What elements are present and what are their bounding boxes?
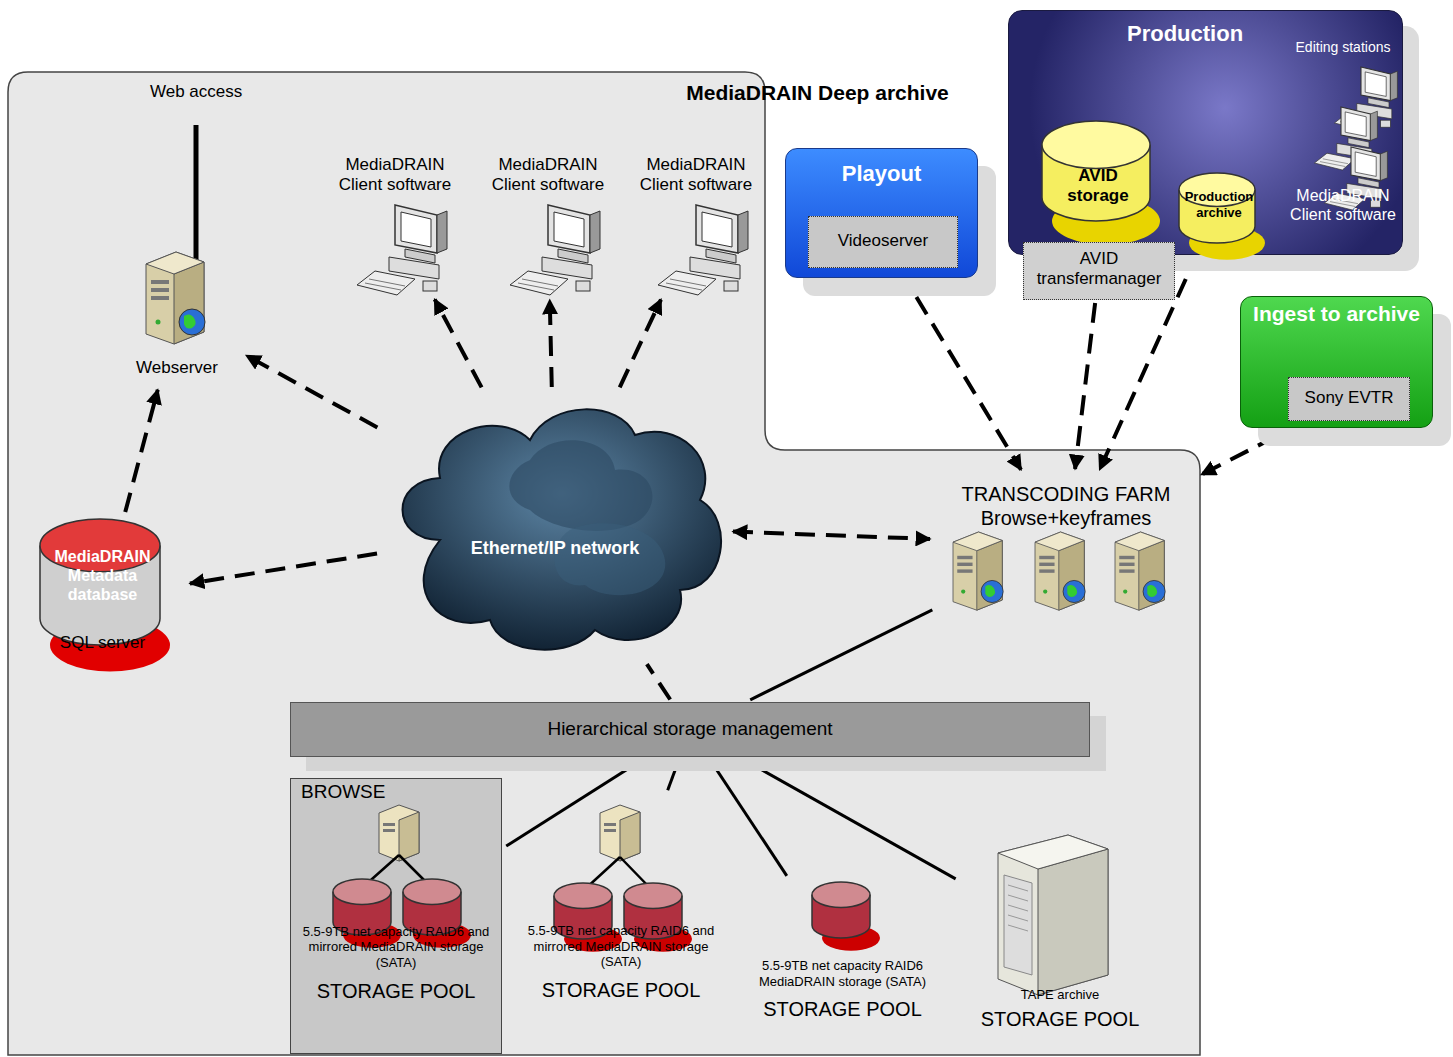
node-text: Videoserver (809, 231, 957, 251)
node-text: STORAGE POOL (744, 997, 941, 1021)
node-text: MediaDRAIN Client software (478, 155, 618, 196)
browse-pool: BROWSE 5.5-9TB net capacity RAID6 and mir… (290, 778, 502, 1054)
dashed-flow-arrow (125, 390, 158, 512)
videoserver-box: Videoserver (808, 216, 958, 268)
client-pc: MediaDRAIN Client software (478, 155, 618, 295)
transcoding-farm: TRANSCODING FARM Browse+keyframes (935, 474, 1197, 614)
webserver: Webserver (112, 250, 242, 385)
antenna (194, 125, 199, 262)
node-text: Sony EVTR (1289, 388, 1409, 408)
node-text: MediaDRAIN Metadata database (20, 515, 185, 615)
free-label: Web access (150, 82, 242, 102)
production-archive: Production archive (1177, 163, 1261, 248)
dashed-flow-arrow (1201, 422, 1303, 474)
dashed-flow-arrow (647, 664, 670, 699)
node-icon (512, 795, 730, 1040)
node-text: SQL server (20, 633, 185, 653)
node-text: MediaDRAIN Client software (325, 155, 465, 196)
storage-pool: 5.5-9TB net capacity RAID6 and mirrored … (512, 795, 730, 1040)
dashed-flow-arrow (246, 356, 377, 428)
solid-link (742, 758, 956, 878)
client-pc: MediaDRAIN Client software (325, 155, 465, 295)
node-icon (291, 779, 503, 1055)
storage-pool: 5.5-9TB net capacity RAID6 MediaDRAIN st… (740, 880, 945, 1040)
tape-pool: TAPE archiveSTORAGE POOL (960, 835, 1160, 1040)
node-text: STORAGE POOL (295, 979, 497, 1003)
node-text: 5.5-9TB net capacity RAID6 and mirrored … (516, 923, 726, 970)
solid-link (750, 610, 932, 700)
node-text: Ingest to archive (1241, 301, 1432, 326)
dashed-flow-arrow (900, 271, 1021, 470)
node-text: MediaDRAIN Deep archive (686, 80, 949, 105)
dashed-flow-arrow (1075, 303, 1095, 469)
node-text: STORAGE POOL (960, 1007, 1160, 1031)
solid-link (668, 760, 679, 790)
node-text: 5.5-9TB net capacity RAID6 and mirrored … (295, 924, 497, 971)
node-text: MediaDRAIN Client software (626, 155, 766, 196)
node-icon (380, 390, 730, 660)
node-text: Production (1127, 21, 1243, 47)
node-text: Hierarchical storage management (291, 718, 1089, 741)
hsm-band: Hierarchical storage management (290, 702, 1090, 757)
node-text: Production archive (1177, 189, 1261, 220)
node-text: Editing stations (1285, 39, 1401, 56)
node-text: MediaDRAIN Client software (1285, 186, 1401, 224)
dashed-flow-arrow (550, 300, 552, 387)
node-text: BROWSE (295, 781, 497, 804)
production-box: ProductionAVID storageProduction archive… (1008, 10, 1403, 255)
node-text: AVID storage (1046, 166, 1150, 207)
dashed-flow-arrow (620, 300, 661, 388)
dashed-flow-arrow (733, 532, 930, 539)
avid-storage: AVID storage (1042, 121, 1154, 231)
node-text: STORAGE POOL (516, 978, 726, 1002)
playout-box: PlayoutVideoserver (785, 148, 978, 278)
node-text: TRANSCODING FARM Browse+keyframes (935, 482, 1197, 530)
node-text: Playout (786, 161, 977, 187)
dashed-flow-arrow (435, 299, 482, 387)
ingest-box: Ingest to archiveSony EVTR (1240, 296, 1433, 428)
node-text: Webserver (112, 358, 242, 378)
network-cloud: Ethernet/IP network (380, 390, 730, 660)
editing-stations: Editing stationsMediaDRAIN Client softwa… (1285, 39, 1401, 254)
evtr-box: Sony EVTR (1288, 377, 1410, 421)
node-text: 5.5-9TB net capacity RAID6 MediaDRAIN st… (744, 958, 941, 989)
node-text: AVID transfermanager (1024, 249, 1174, 290)
node-text: Ethernet/IP network (470, 538, 640, 560)
metadata-database: MediaDRAIN Metadata databaseSQL server (20, 515, 185, 680)
transfer-manager: AVID transfermanager (1023, 242, 1175, 300)
dashed-flow-arrow (190, 554, 377, 584)
client-pc: MediaDRAIN Client software (626, 155, 766, 295)
node-text: TAPE archive (960, 987, 1160, 1003)
